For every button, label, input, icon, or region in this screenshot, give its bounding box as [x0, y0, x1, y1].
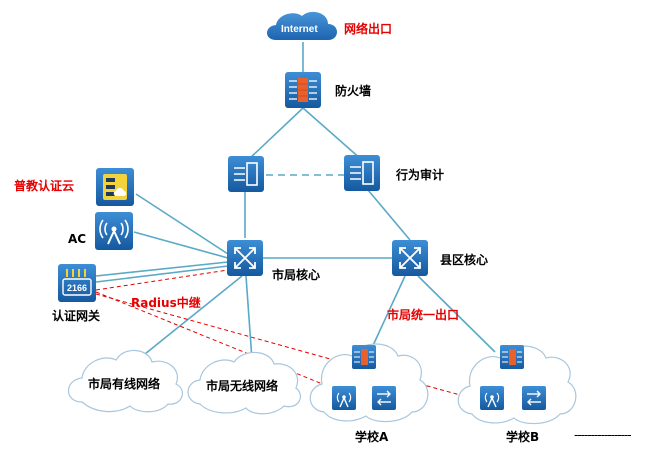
internet-label: Internet — [281, 24, 318, 35]
link-cloud-citycore — [135, 193, 229, 255]
school-a-label: 学校A — [355, 430, 389, 444]
link-countycore-schoolb — [417, 275, 496, 353]
edu-auth-cloud-label: 普教认证云 — [14, 179, 75, 193]
behavior-audit-label: 行为审计 — [396, 168, 445, 182]
wireless-network-cloud — [187, 351, 301, 415]
firewall-label: 防火墙 — [335, 84, 372, 98]
school-b-firewall-icon — [500, 345, 524, 369]
link-firewall-audit-right — [302, 107, 363, 161]
link-lines — [95, 42, 496, 361]
school-b-label: 学校B — [506, 430, 540, 444]
city-core-label: 市局核心 — [272, 268, 321, 282]
gateway-code-text: 2166 — [67, 283, 87, 293]
link-countycore-schoola — [369, 275, 406, 353]
school-b-ap-icon — [480, 386, 504, 410]
link-gateway-citycore-1 — [95, 261, 229, 277]
radius-relay-label: Radius中继 — [131, 296, 201, 310]
audit-device-right-icon — [344, 155, 380, 191]
link-gateway-citycore-2 — [95, 265, 229, 283]
auth-cloud-server-icon — [96, 168, 134, 206]
school-b-switch-icon — [522, 386, 546, 410]
auth-gateway-icon: 2166 — [58, 264, 96, 302]
firewall-icon — [285, 72, 321, 108]
network-exit-label: 网络出口 — [344, 22, 393, 36]
school-a-firewall-icon — [352, 345, 376, 369]
school-a-ap-icon — [332, 386, 356, 410]
link-citycore-wireless — [245, 275, 253, 361]
link-auditright-countycore — [367, 189, 411, 241]
ac-label: AC — [68, 232, 87, 246]
audit-device-left-icon — [228, 156, 264, 192]
school-a-switch-icon — [372, 386, 396, 410]
wireless-network-label: 市局无线网络 — [206, 379, 279, 393]
city-core-switch-icon — [227, 240, 263, 276]
wired-network-label: 市局有线网络 — [88, 377, 161, 391]
wired-network-cloud — [67, 349, 184, 413]
internet-cloud-icon — [267, 11, 337, 40]
ac-controller-icon — [95, 212, 133, 250]
link-ac-citycore — [133, 231, 229, 259]
auth-gateway-label: 认证网关 — [52, 309, 101, 323]
more-schools-ellipsis: ----------------- — [574, 428, 632, 442]
county-core-label: 县区核心 — [440, 253, 489, 267]
link-firewall-audit-left — [247, 107, 304, 161]
county-core-switch-icon — [392, 240, 428, 276]
unified-exit-label: 市局统一出口 — [387, 308, 460, 322]
link-citycore-wired — [139, 275, 243, 359]
